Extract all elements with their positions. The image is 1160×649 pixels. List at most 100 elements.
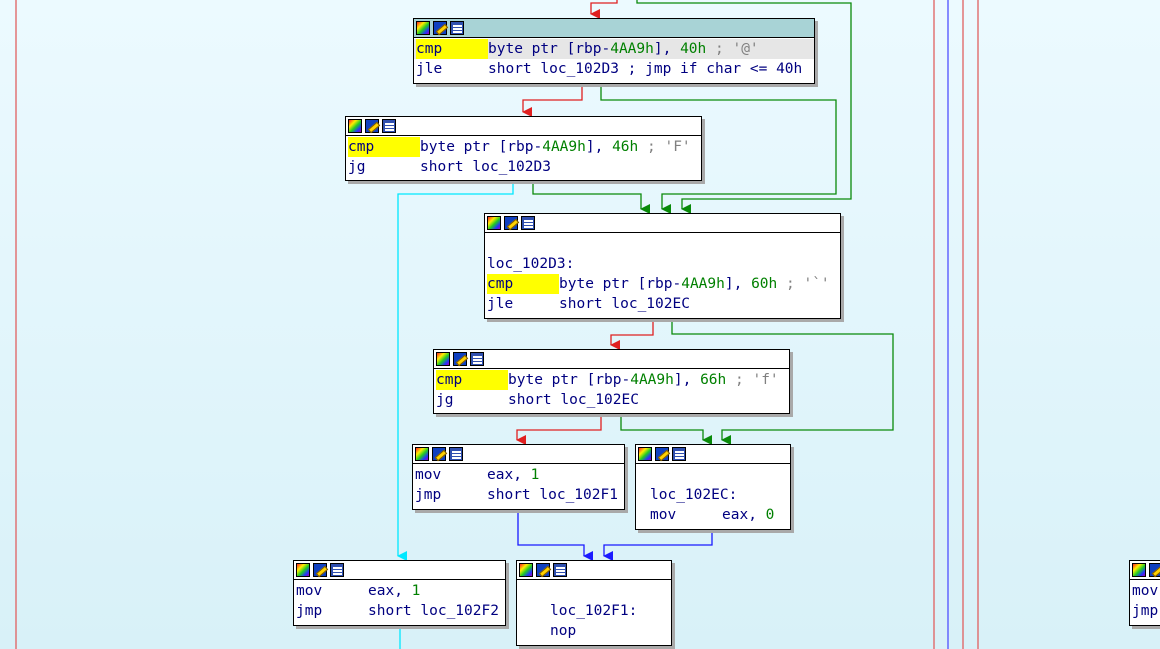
graph-node-offscreen[interactable]: mov jmp	[1129, 560, 1160, 626]
edge-into-n1	[590, 0, 618, 19]
xrefs-icon[interactable]	[470, 352, 484, 366]
immediate: 0	[765, 507, 775, 523]
operand: byte ptr [rbp-	[508, 372, 631, 388]
node-header	[517, 561, 671, 580]
edge-n3-n4	[610, 319, 654, 350]
immediate: 46h	[612, 139, 639, 155]
graph-overview-icon[interactable]	[487, 216, 501, 230]
asm-line[interactable]: jg short loc_102D3	[346, 157, 701, 177]
mnemonic: jmp	[296, 603, 323, 619]
edit-color-icon[interactable]	[1149, 563, 1160, 577]
graph-overview-icon[interactable]	[519, 563, 533, 577]
graph-overview-icon[interactable]	[296, 563, 310, 577]
graph-overview-icon[interactable]	[348, 119, 362, 133]
location-label: loc_102D3:	[487, 256, 575, 272]
node-header	[346, 117, 701, 136]
node-header	[413, 445, 624, 464]
mnemonic: cmp	[416, 39, 488, 59]
mnemonic: jle	[416, 61, 443, 77]
edit-color-icon[interactable]	[655, 447, 669, 461]
edit-color-icon[interactable]	[433, 21, 447, 35]
graph-overview-icon[interactable]	[415, 447, 429, 461]
edit-color-icon[interactable]	[432, 447, 446, 461]
edge-top-green	[636, 0, 852, 214]
edit-color-icon[interactable]	[313, 563, 327, 577]
edit-color-icon[interactable]	[504, 216, 518, 230]
edge-n4-n6	[620, 414, 712, 445]
node-header	[414, 19, 814, 38]
operand: short loc_102D3	[420, 159, 551, 175]
comment: ; '@'	[706, 41, 759, 57]
xrefs-icon[interactable]	[449, 447, 463, 461]
edit-color-icon[interactable]	[365, 119, 379, 133]
edge-n5-n8	[517, 510, 593, 561]
graph-overview-icon[interactable]	[436, 352, 450, 366]
mnemonic: jg	[436, 392, 454, 408]
immediate: 1	[530, 467, 540, 483]
asm-line[interactable]: mov	[1130, 581, 1160, 601]
edge-n2-n3	[532, 181, 650, 214]
edge-n1-n3	[600, 84, 837, 214]
asm-line[interactable]: nop	[548, 621, 671, 641]
mnemonic: mov	[296, 583, 323, 599]
graph-overview-icon[interactable]	[1132, 563, 1146, 577]
edge-n3-n6	[671, 319, 894, 445]
node-header	[1130, 561, 1160, 580]
edit-color-icon[interactable]	[536, 563, 550, 577]
node-header	[636, 445, 790, 464]
edit-color-icon[interactable]	[453, 352, 467, 366]
location-label: loc_102EC:	[650, 487, 738, 503]
mnemonic: cmp	[348, 137, 420, 157]
graph-overview-icon[interactable]	[416, 21, 430, 35]
operand: eax,	[487, 467, 531, 483]
operand: eax,	[368, 583, 412, 599]
operand: ],	[673, 372, 701, 388]
xrefs-icon[interactable]	[330, 563, 344, 577]
asm-line[interactable]: mov eax, 1	[294, 581, 505, 601]
asm-line[interactable]: jmp	[1130, 601, 1160, 621]
operand-offset: 4AA9h	[610, 41, 654, 57]
xrefs-icon[interactable]	[382, 119, 396, 133]
xrefs-icon[interactable]	[553, 563, 567, 577]
xrefs-icon[interactable]	[450, 21, 464, 35]
operand-offset: 4AA9h	[681, 276, 725, 292]
operand: ],	[724, 276, 752, 292]
mnemonic: jg	[348, 159, 366, 175]
asm-label[interactable]: loc_102D3:	[485, 254, 840, 274]
operand: ],	[585, 139, 613, 155]
operand: short loc_102EC	[559, 296, 690, 312]
graph-overview-icon[interactable]	[638, 447, 652, 461]
comment: ; '`'	[777, 276, 830, 292]
mnemonic: mov	[650, 507, 677, 523]
mnemonic: mov	[1132, 583, 1159, 599]
location-label: loc_102F1:	[550, 603, 638, 619]
asm-label[interactable]: loc_102EC:	[648, 485, 790, 505]
xrefs-icon[interactable]	[521, 216, 535, 230]
xrefs-icon[interactable]	[672, 447, 686, 461]
graph-node-8[interactable]: loc_102F1: nop	[516, 560, 672, 646]
operand: ],	[653, 41, 681, 57]
operand: byte ptr [rbp-	[488, 41, 611, 57]
asm-label[interactable]: loc_102F1:	[548, 601, 671, 621]
immediate: 1	[411, 583, 421, 599]
mnemonic: nop	[550, 623, 577, 639]
